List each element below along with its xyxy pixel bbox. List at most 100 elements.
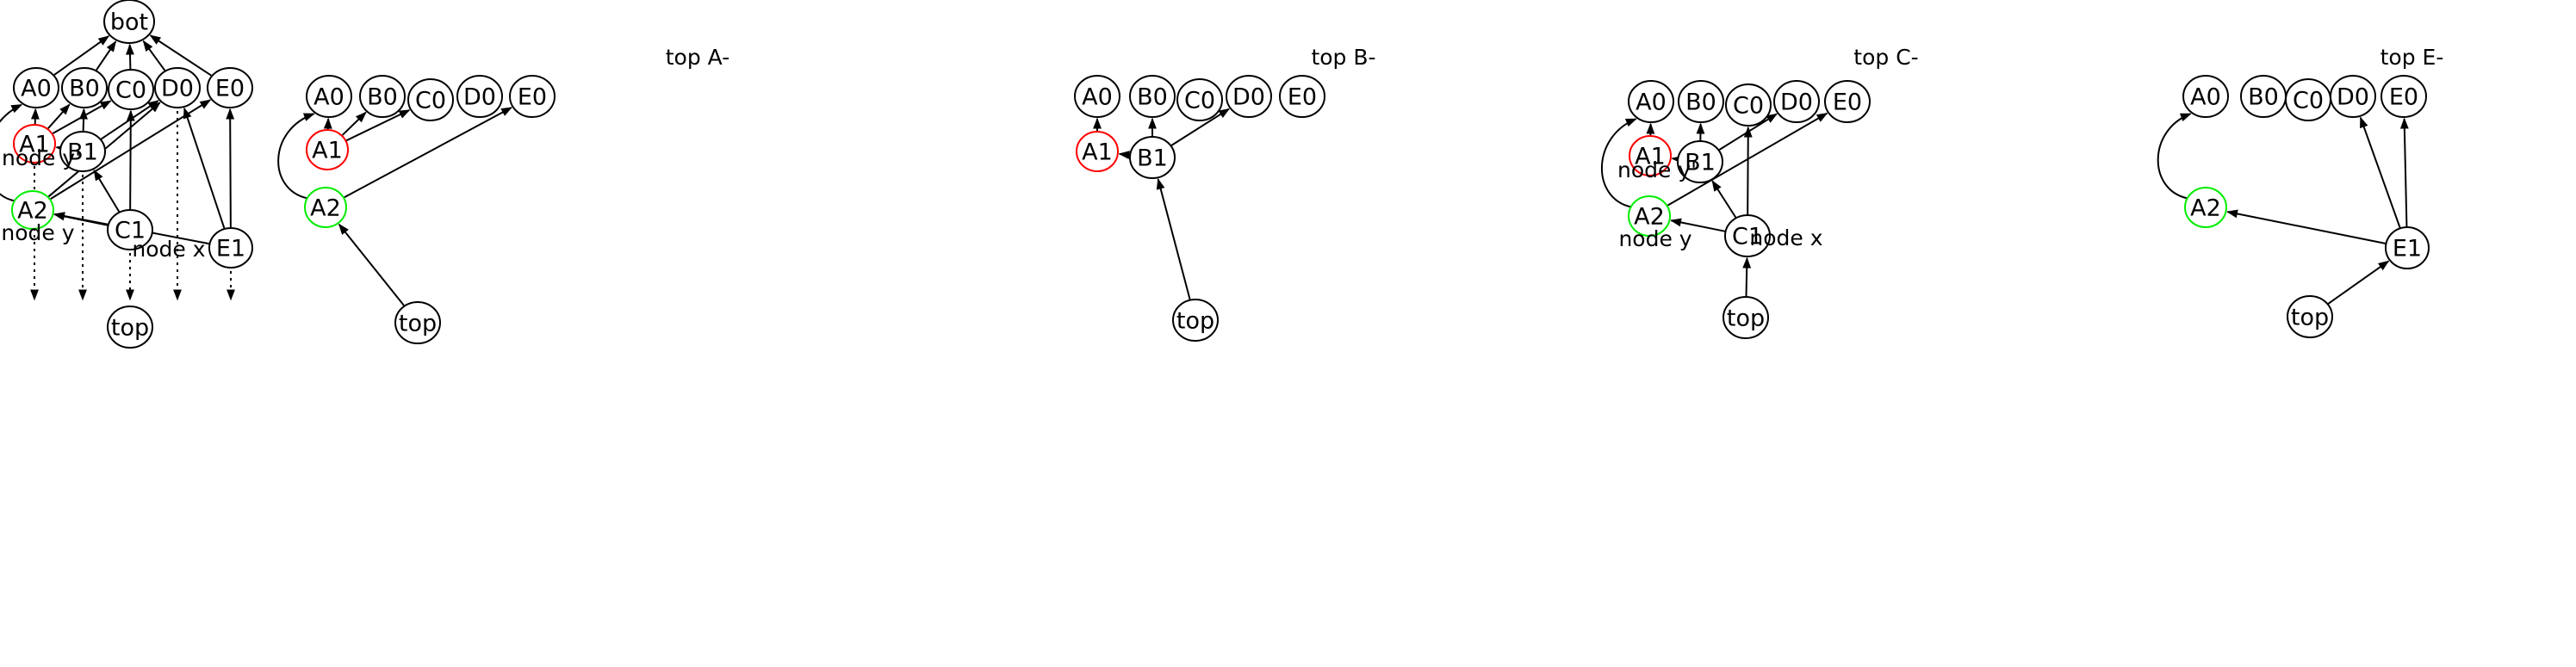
graph-node-top[interactable]: top [394, 301, 441, 344]
node-circle-A1[interactable] [1629, 135, 1672, 176]
graph-node-C0[interactable]: C0 [1176, 78, 1223, 121]
graph-node-B1[interactable]: B1 [59, 131, 106, 172]
node-circle-D0[interactable] [1773, 80, 1820, 123]
graph-node-A1[interactable]: A1 [13, 124, 56, 164]
node-circle-C0[interactable] [108, 69, 154, 110]
edge-arrowhead [1670, 218, 1682, 227]
node-circle-B0[interactable] [1678, 80, 1724, 123]
node-circle-D0[interactable] [2330, 75, 2376, 118]
graph-node-E0[interactable]: E0 [207, 67, 253, 108]
node-circle-A1[interactable] [13, 124, 56, 164]
graph-node-A2[interactable]: A2 [1628, 195, 1671, 237]
graph-node-B0[interactable]: B0 [61, 67, 108, 108]
node-circle-B0[interactable] [359, 75, 406, 118]
node-circle-C1[interactable] [1724, 214, 1771, 257]
graph-node-B1[interactable]: B1 [1129, 136, 1176, 179]
node-circle-B0[interactable] [61, 67, 108, 108]
node-circle-top[interactable] [394, 301, 441, 344]
node-circle-A0[interactable] [1628, 80, 1674, 123]
node-circle-B1[interactable] [1677, 140, 1723, 183]
graph-node-A0[interactable]: A0 [1074, 75, 1120, 118]
graph-node-E0[interactable]: E0 [2380, 75, 2427, 118]
node-circle-D0[interactable] [154, 67, 201, 108]
node-circle-C1[interactable] [107, 209, 153, 250]
graph-node-C0[interactable]: C0 [2285, 78, 2331, 121]
graph-node-D0[interactable]: D0 [2330, 75, 2376, 118]
node-circle-E0[interactable] [2380, 75, 2427, 118]
graph-node-bot[interactable]: bot [103, 0, 155, 44]
graph-node-A1[interactable]: A1 [1076, 131, 1119, 172]
graph-node-D0[interactable]: D0 [456, 75, 503, 118]
graph-node-B0[interactable]: B0 [1129, 75, 1176, 118]
node-label-top: top [399, 311, 437, 337]
node-circle-D0[interactable] [1226, 75, 1272, 118]
graph-node-E1[interactable]: E1 [2385, 226, 2430, 269]
node-circle-C0[interactable] [407, 78, 454, 121]
node-circle-A1[interactable] [306, 129, 349, 170]
graph-node-C0[interactable]: C0 [1725, 83, 1772, 127]
graph-node-E1[interactable]: E1 [208, 227, 253, 269]
node-circle-A1[interactable] [1076, 131, 1119, 172]
node-circle-E0[interactable] [1824, 80, 1871, 123]
node-circle-A2[interactable] [304, 187, 347, 228]
graph-node-C0[interactable]: C0 [407, 78, 454, 121]
graph-node-A0[interactable]: A0 [1628, 80, 1674, 123]
graph-node-A2[interactable]: A2 [11, 190, 54, 230]
node-circle-C0[interactable] [1725, 83, 1772, 127]
node-circle-A0[interactable] [306, 75, 352, 118]
node-circle-A0[interactable] [2182, 75, 2229, 118]
edge-arrowhead [126, 109, 135, 121]
node-circle-D0[interactable] [456, 75, 503, 118]
node-circle-A2[interactable] [1628, 195, 1671, 237]
graph-node-A0[interactable]: A0 [13, 67, 59, 108]
node-circle-A0[interactable] [13, 67, 59, 108]
graph-node-B0[interactable]: B0 [1678, 80, 1724, 123]
node-label-B0: B0 [1137, 84, 1168, 111]
node-circle-E0[interactable] [207, 67, 253, 108]
graph-node-A1[interactable]: A1 [1629, 135, 1672, 176]
node-circle-bot[interactable] [103, 0, 155, 44]
node-circle-E1[interactable] [2385, 226, 2430, 269]
graph-node-B1[interactable]: B1 [1677, 140, 1723, 183]
node-label-top: top [2291, 305, 2329, 331]
graph-node-top[interactable]: top [2287, 295, 2333, 338]
graph-node-A0[interactable]: A0 [306, 75, 352, 118]
graph-node-B0[interactable]: B0 [2240, 75, 2287, 118]
node-circle-B1[interactable] [1129, 136, 1176, 179]
node-circle-E0[interactable] [1279, 75, 1325, 118]
node-circle-B1[interactable] [59, 131, 106, 172]
graph-node-C0[interactable]: C0 [108, 69, 154, 110]
graph-node-top[interactable]: top [107, 306, 153, 349]
node-circle-top[interactable] [107, 306, 153, 349]
node-circle-E1[interactable] [208, 227, 253, 269]
graph-node-A1[interactable]: A1 [306, 129, 349, 170]
node-circle-C0[interactable] [1176, 78, 1223, 121]
graph-node-top[interactable]: top [1723, 296, 1769, 339]
graph-node-D0[interactable]: D0 [1226, 75, 1272, 118]
graph-node-C1[interactable]: C1 [1724, 214, 1771, 257]
graph-node-E0[interactable]: E0 [1824, 80, 1871, 123]
node-circle-A2[interactable] [2184, 187, 2227, 228]
edge-layer [2157, 113, 2409, 305]
edge-arrowhead [93, 169, 103, 182]
edge-top-B1 [1157, 178, 1191, 300]
node-circle-E0[interactable] [509, 75, 556, 118]
node-circle-top[interactable] [1723, 296, 1769, 339]
graph-node-C1[interactable]: C1 [107, 209, 153, 250]
edge-arrowhead [199, 99, 212, 109]
graph-node-top[interactable]: top [1172, 299, 1219, 342]
node-circle-B0[interactable] [1129, 75, 1176, 118]
node-circle-A2[interactable] [11, 190, 54, 230]
graph-node-E0[interactable]: E0 [1279, 75, 1325, 118]
node-circle-top[interactable] [1172, 299, 1219, 342]
graph-node-E0[interactable]: E0 [509, 75, 556, 118]
graph-node-A2[interactable]: A2 [2184, 187, 2227, 228]
graph-node-B0[interactable]: B0 [359, 75, 406, 118]
node-circle-A0[interactable] [1074, 75, 1120, 118]
node-label-B1: B1 [67, 139, 98, 166]
graph-node-D0[interactable]: D0 [1773, 80, 1820, 123]
graph-node-D0[interactable]: D0 [154, 67, 201, 108]
graph-node-A2[interactable]: A2 [304, 187, 347, 228]
node-circle-top[interactable] [2287, 295, 2333, 338]
graph-node-A0[interactable]: A0 [2182, 75, 2229, 118]
